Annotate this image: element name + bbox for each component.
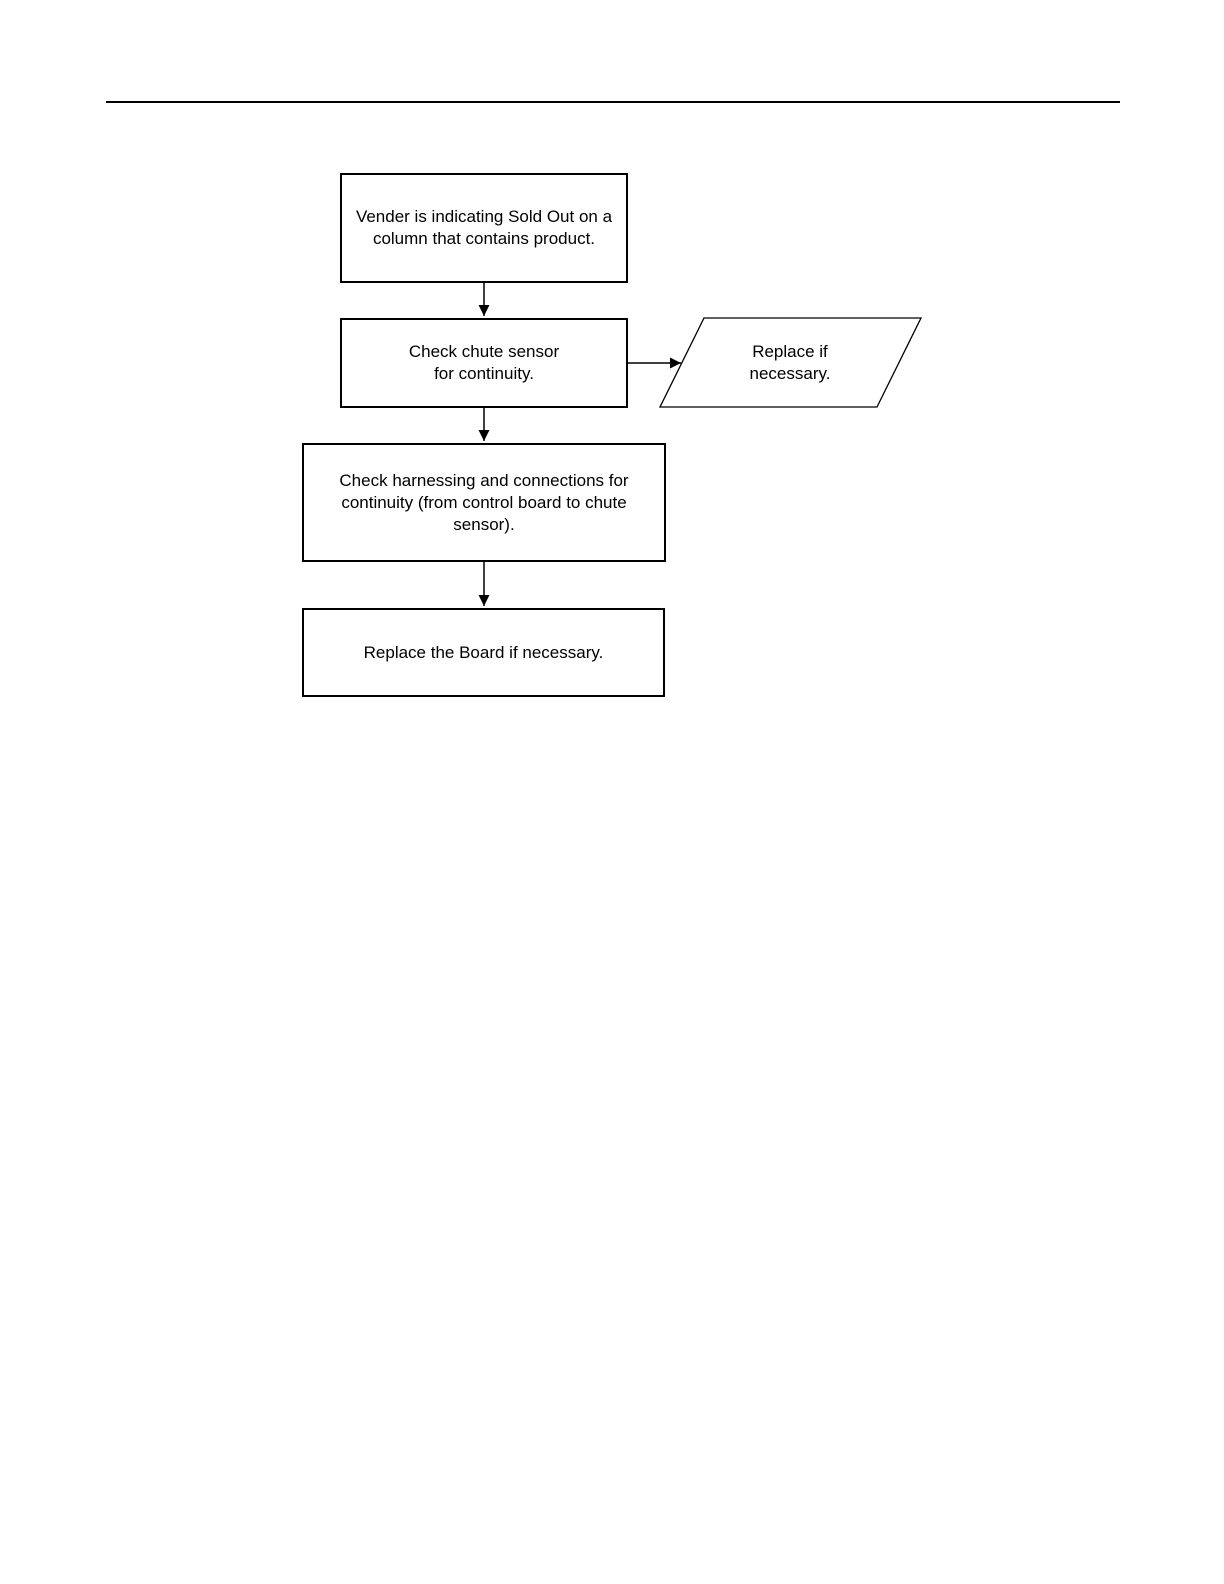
flowchart-node-check-harnessing-text: Check harnessing and connections for con… xyxy=(339,470,629,534)
flowchart-node-check-harnessing: Check harnessing and connections for con… xyxy=(302,443,666,562)
flowchart-node-replace-if-necessary: Replace if necessary. xyxy=(690,318,890,407)
flowchart-node-replace-if-necessary-text: Replace if necessary. xyxy=(749,341,831,383)
flowchart-node-replace-board-text: Replace the Board if necessary. xyxy=(363,642,604,662)
flowchart-node-symptom-text: Vender is indicating Sold Out on a colum… xyxy=(355,207,613,248)
flowchart-node-check-chute-sensor: Check chute sensor for continuity. xyxy=(340,318,628,408)
flowchart-node-symptom: Vender is indicating Sold Out on a colum… xyxy=(340,173,628,283)
header-rule xyxy=(106,101,1120,103)
flowchart-node-check-chute-sensor-text: Check chute sensor for continuity. xyxy=(408,342,560,383)
flowchart-node-replace-board: Replace the Board if necessary. xyxy=(302,608,665,697)
